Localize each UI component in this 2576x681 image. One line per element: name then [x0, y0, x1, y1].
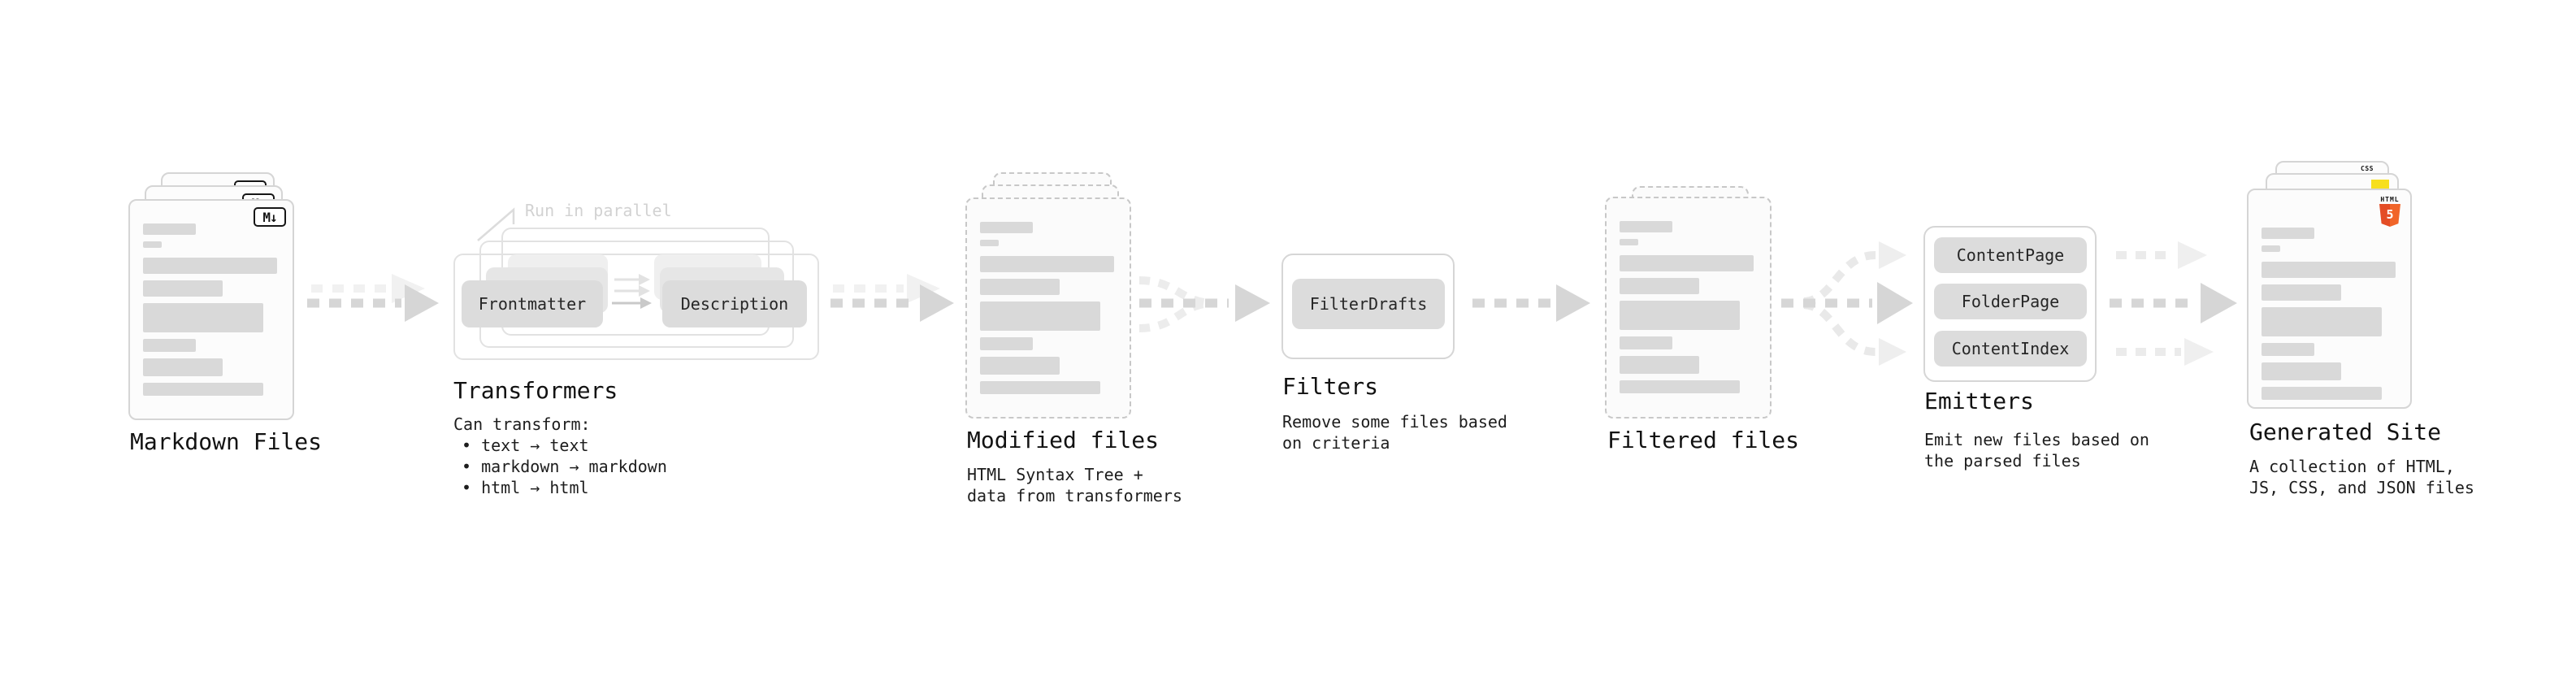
doc-text-line	[980, 240, 999, 246]
emitters-description: Emit new files based on the parsed files	[1924, 429, 2149, 471]
doc-text-line	[2262, 245, 2280, 252]
arrow-modified-to-filters	[1138, 276, 1270, 332]
doc-text-line	[143, 339, 196, 352]
js-icon	[2371, 180, 2389, 191]
doc-text-line	[980, 279, 1060, 295]
transformers-bullet: • markdown → markdown	[462, 457, 667, 476]
transformers-bullet: • text → text	[462, 436, 589, 455]
doc-text-line	[2262, 343, 2314, 356]
markdown-icon: M↓	[254, 207, 286, 227]
arrow-filters-to-filtered	[1472, 284, 1590, 322]
doc-text-line	[980, 337, 1033, 350]
html5-icon: HTML 5	[2378, 196, 2402, 227]
doc-text-line	[2262, 362, 2341, 380]
filtered-files-label: Filtered files	[1607, 427, 1800, 453]
emitter-folderpage-box: FolderPage	[1934, 284, 2087, 319]
doc-text-line	[1620, 336, 1672, 349]
doc-text-line	[1620, 278, 1699, 294]
transformers-bullet: • html → html	[462, 478, 589, 497]
doc-text-line	[143, 258, 277, 274]
markdown-files-label: Markdown Files	[130, 428, 323, 455]
doc-text-line	[1620, 255, 1754, 271]
markdown-file-card-front: M↓	[128, 199, 294, 420]
emitters-desc-line: Emit new files based on	[1924, 430, 2149, 449]
doc-text-line	[143, 223, 196, 235]
transformers-desc-title: Can transform:	[453, 414, 591, 434]
generated-html-file-card: HTML 5	[2247, 189, 2412, 409]
doc-text-line	[2262, 262, 2396, 278]
doc-text-line	[980, 357, 1060, 375]
filtered-file-card-front	[1605, 197, 1772, 419]
modified-files-desc-line: data from transformers	[967, 486, 1182, 505]
generated-site-desc-line: A collection of HTML,	[2249, 457, 2455, 476]
doc-text-line	[143, 383, 263, 396]
emitter-contentpage-box: ContentPage	[1934, 237, 2087, 273]
filters-desc-line: Remove some files based	[1282, 412, 1507, 432]
transformers-label: Transformers	[453, 377, 618, 404]
doc-text-line	[143, 280, 223, 297]
html5-icon-shield: 5	[2379, 204, 2400, 227]
doc-text-line	[1620, 221, 1672, 232]
doc-text-line	[2262, 228, 2314, 239]
doc-text-line	[980, 256, 1114, 272]
transformer-description-box: Description	[662, 280, 807, 327]
doc-text-line	[143, 303, 263, 332]
doc-text-line	[980, 301, 1100, 331]
doc-text-line	[1620, 380, 1740, 393]
generated-site-desc-line: JS, CSS, and JSON files	[2249, 478, 2474, 497]
modified-files-desc-line: HTML Syntax Tree +	[967, 465, 1143, 484]
emitters-desc-line: the parsed files	[1924, 451, 2081, 471]
filter-filterdrafts-box: FilterDrafts	[1292, 279, 1445, 329]
arrow-markdown-to-transformers	[307, 274, 439, 322]
filters-desc-line: on criteria	[1282, 433, 1390, 453]
doc-text-line	[980, 222, 1033, 233]
filters-label: Filters	[1282, 373, 1379, 400]
run-in-parallel-annotation: Run in parallel	[525, 201, 672, 220]
emitters-label: Emitters	[1924, 388, 2034, 414]
parallel-transform-arrows	[612, 274, 652, 309]
emitter-contentindex-box: ContentIndex	[1934, 331, 2087, 367]
modified-files-description: HTML Syntax Tree + data from transformer…	[967, 464, 1182, 506]
doc-text-line	[2262, 387, 2382, 400]
doc-text-line	[2262, 307, 2382, 336]
doc-text-line	[143, 358, 223, 376]
doc-text-line	[980, 381, 1100, 394]
document-text-placeholder	[1620, 221, 1759, 393]
annotation-leader-line	[477, 207, 515, 241]
modified-files-label: Modified files	[967, 427, 1160, 453]
doc-text-line	[1620, 239, 1638, 245]
transformers-description: Can transform: • text → text • markdown …	[453, 414, 667, 498]
css-icon-text: CSS	[2361, 165, 2374, 172]
transformer-frontmatter-box: Frontmatter	[462, 280, 603, 327]
document-text-placeholder	[980, 222, 1118, 394]
doc-text-line	[1620, 301, 1740, 330]
arrow-filtered-to-emitters	[1781, 241, 1913, 366]
document-text-placeholder	[143, 223, 281, 396]
doc-text-line	[143, 241, 162, 248]
doc-text-line	[1620, 356, 1699, 374]
doc-text-line	[2262, 284, 2341, 301]
generated-site-label: Generated Site	[2249, 419, 2442, 445]
html5-icon-text: HTML	[2380, 196, 2400, 203]
transformer-frame-front	[453, 254, 819, 360]
modified-file-card-front	[965, 197, 1131, 419]
arrow-transformers-to-modified	[830, 274, 954, 322]
filters-description: Remove some files based on criteria	[1282, 411, 1507, 453]
generated-site-description: A collection of HTML, JS, CSS, and JSON …	[2249, 456, 2474, 498]
arrow-emitters-to-generated	[2110, 241, 2237, 366]
document-text-placeholder	[2262, 228, 2399, 400]
